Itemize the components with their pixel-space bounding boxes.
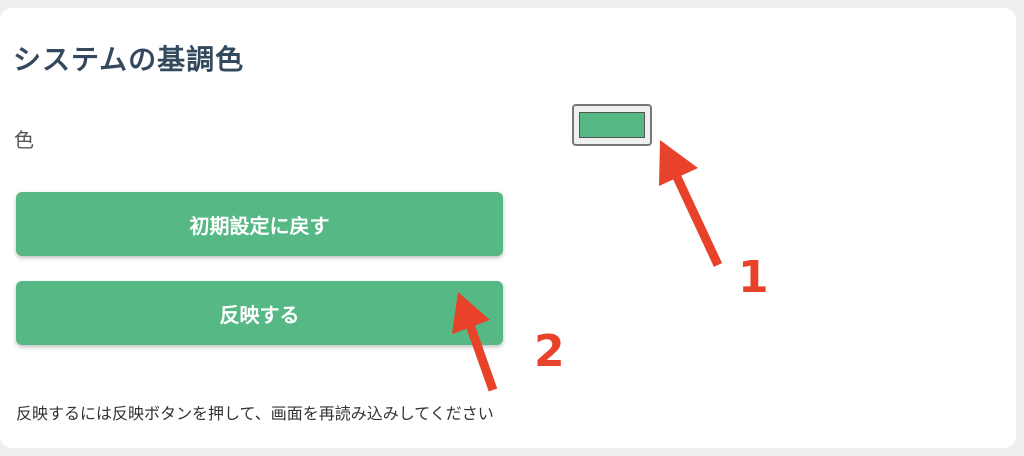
section-title: システムの基調色 <box>13 43 245 76</box>
color-label: 色 <box>14 128 34 152</box>
color-swatch <box>579 112 645 138</box>
instruction-note: 反映するには反映ボタンを押して、画面を再読み込みしてください <box>16 404 494 423</box>
arrow-2-icon <box>452 292 498 392</box>
arrow-1-icon <box>659 140 723 267</box>
reset-default-button[interactable]: 初期設定に戻す <box>16 192 503 256</box>
annotation-label-1: 1 <box>738 252 769 303</box>
apply-button[interactable]: 反映する <box>16 281 503 345</box>
annotation-label-2: 2 <box>534 326 565 377</box>
color-picker-input[interactable] <box>572 104 652 146</box>
